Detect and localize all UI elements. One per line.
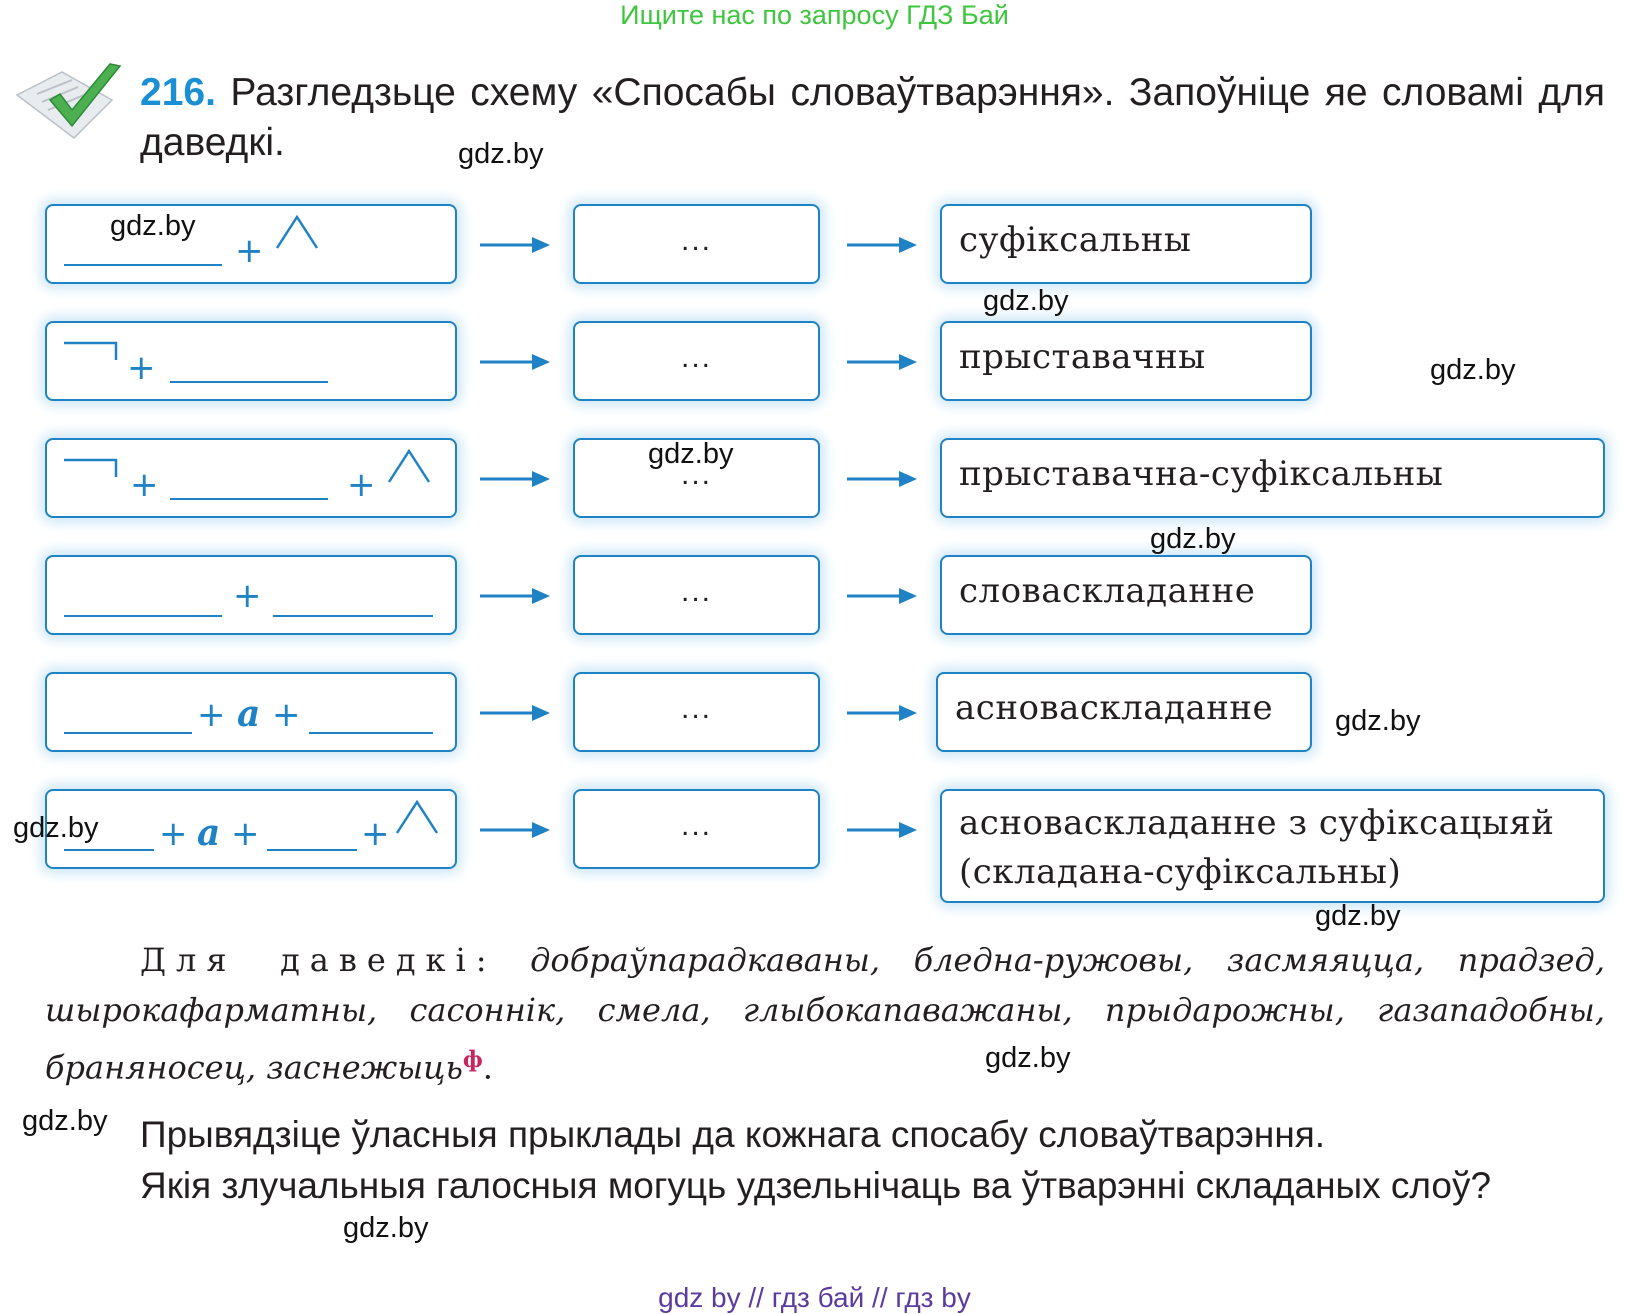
- schema-box-compounding: +: [45, 555, 457, 635]
- prefix-symbol-icon: [64, 341, 118, 360]
- answer-box[interactable]: ...: [573, 789, 820, 869]
- answer-box[interactable]: ...: [573, 555, 820, 635]
- reference-end: .: [482, 1048, 493, 1087]
- arrow-right-icon: [847, 588, 917, 604]
- ellipsis: ...: [680, 692, 712, 725]
- top-banner: Ищите нас по запросу ГДЗ Бай: [620, 0, 1009, 30]
- watermark: gdz.by: [985, 1042, 1071, 1074]
- watermark: gdz.by: [458, 138, 544, 170]
- plus-sign: +: [347, 465, 376, 505]
- linking-vowel: а: [197, 812, 221, 854]
- arrow-right-icon: [480, 822, 550, 838]
- arrow-right-icon: [847, 354, 917, 370]
- watermark: gdz.by: [22, 1105, 108, 1137]
- stem-blank: [170, 381, 328, 383]
- method-box: словаскладанне: [940, 555, 1312, 635]
- stem-blank: [64, 264, 222, 266]
- plus-sign: +: [231, 814, 260, 854]
- watermark: gdz.by: [983, 285, 1069, 317]
- stem-blank: [64, 849, 154, 851]
- ellipsis: ...: [680, 341, 712, 374]
- arrow-right-icon: [480, 354, 550, 370]
- reference-paragraph: Для даведкі: добраўпарадкаваны, бледна-р…: [45, 935, 1605, 1093]
- plus-sign: +: [130, 465, 159, 505]
- ellipsis: ...: [680, 809, 712, 842]
- task-paragraph: Якія злучальныя галосныя могуць удзельні…: [140, 1165, 1492, 1206]
- method-box: прыставачна-суфіксальны: [940, 438, 1605, 518]
- arrow-right-icon: [847, 705, 917, 721]
- stem-blank: [64, 615, 222, 617]
- watermark: gdz.by: [1335, 705, 1421, 737]
- schema-box-stem-compounding-suffix: + а + +: [45, 789, 457, 869]
- phraseology-mark: ф: [462, 1047, 483, 1073]
- stem-blank: [273, 615, 433, 617]
- method-box: прыставачны: [940, 321, 1312, 401]
- watermark: gdz.by: [343, 1212, 429, 1244]
- checkmark-icon: [15, 63, 122, 139]
- suffix-symbol-icon: [387, 448, 431, 483]
- stem-blank: [64, 732, 192, 734]
- schema-box-stem-compounding: + а +: [45, 672, 457, 752]
- watermark: gdz.by: [13, 812, 99, 844]
- method-box: суфіксальны: [940, 204, 1312, 284]
- answer-box[interactable]: ...: [573, 672, 820, 752]
- task-text: Прывядзіце ўласныя прыклады да кожнага с…: [45, 1109, 1605, 1211]
- plus-sign: +: [127, 348, 156, 388]
- method-box: асноваскладанне: [936, 672, 1312, 752]
- plus-sign: +: [361, 814, 390, 854]
- plus-sign: +: [233, 576, 262, 616]
- answer-box[interactable]: ...: [573, 204, 820, 284]
- answer-box[interactable]: ...: [573, 438, 820, 518]
- arrow-right-icon: [480, 705, 550, 721]
- ellipsis: ...: [680, 575, 712, 608]
- reference-label: Для даведкі:: [140, 941, 497, 979]
- ellipsis: ...: [680, 458, 712, 491]
- arrow-right-icon: [480, 471, 550, 487]
- method-box: асноваскладанне з суфіксацыяй (складана-…: [940, 789, 1605, 903]
- bottom-banner: gdz by // гдз бай // гдз by: [658, 1282, 971, 1313]
- stem-blank: [170, 498, 328, 500]
- arrow-right-icon: [847, 822, 917, 838]
- task-paragraph: Прывядзіце ўласныя прыклады да кожнага с…: [140, 1114, 1326, 1155]
- exercise-text: Разгледзьце схему «Спосабы словаўтварэнн…: [140, 71, 1606, 164]
- watermark: gdz.by: [1315, 900, 1401, 932]
- method-line: (складана-суфіксальны): [959, 852, 1402, 892]
- arrow-right-icon: [480, 237, 550, 253]
- watermark: gdz.by: [648, 438, 734, 470]
- exercise-number: 216.: [140, 71, 216, 114]
- suffix-symbol-icon: [275, 214, 319, 249]
- plus-sign: +: [159, 814, 188, 854]
- schema-box-prefix-suffix: + +: [45, 438, 457, 518]
- method-line: асноваскладанне з суфіксацыяй: [959, 803, 1555, 843]
- watermark: gdz.by: [1430, 354, 1516, 386]
- plus-sign: +: [197, 695, 226, 735]
- suffix-symbol-icon: [395, 799, 439, 834]
- schema-box-suffixal: +: [45, 204, 457, 284]
- arrow-right-icon: [847, 237, 917, 253]
- stem-blank: [309, 732, 433, 734]
- reference-words: добраўпарадкаваны, бледна-ружовы, засмяя…: [45, 941, 1606, 1087]
- watermark: gdz.by: [110, 210, 196, 242]
- watermark: gdz.by: [1150, 523, 1236, 555]
- schema-box-prefixal: +: [45, 321, 457, 401]
- plus-sign: +: [272, 695, 301, 735]
- arrow-right-icon: [480, 588, 550, 604]
- arrow-right-icon: [847, 471, 917, 487]
- ellipsis: ...: [680, 224, 712, 257]
- linking-vowel: а: [237, 693, 261, 735]
- plus-sign: +: [235, 231, 264, 271]
- exercise-heading: 216. Разгледзьце схему «Спосабы словаўтв…: [140, 68, 1605, 168]
- stem-blank: [267, 849, 357, 851]
- prefix-symbol-icon: [64, 458, 118, 477]
- answer-box[interactable]: ...: [573, 321, 820, 401]
